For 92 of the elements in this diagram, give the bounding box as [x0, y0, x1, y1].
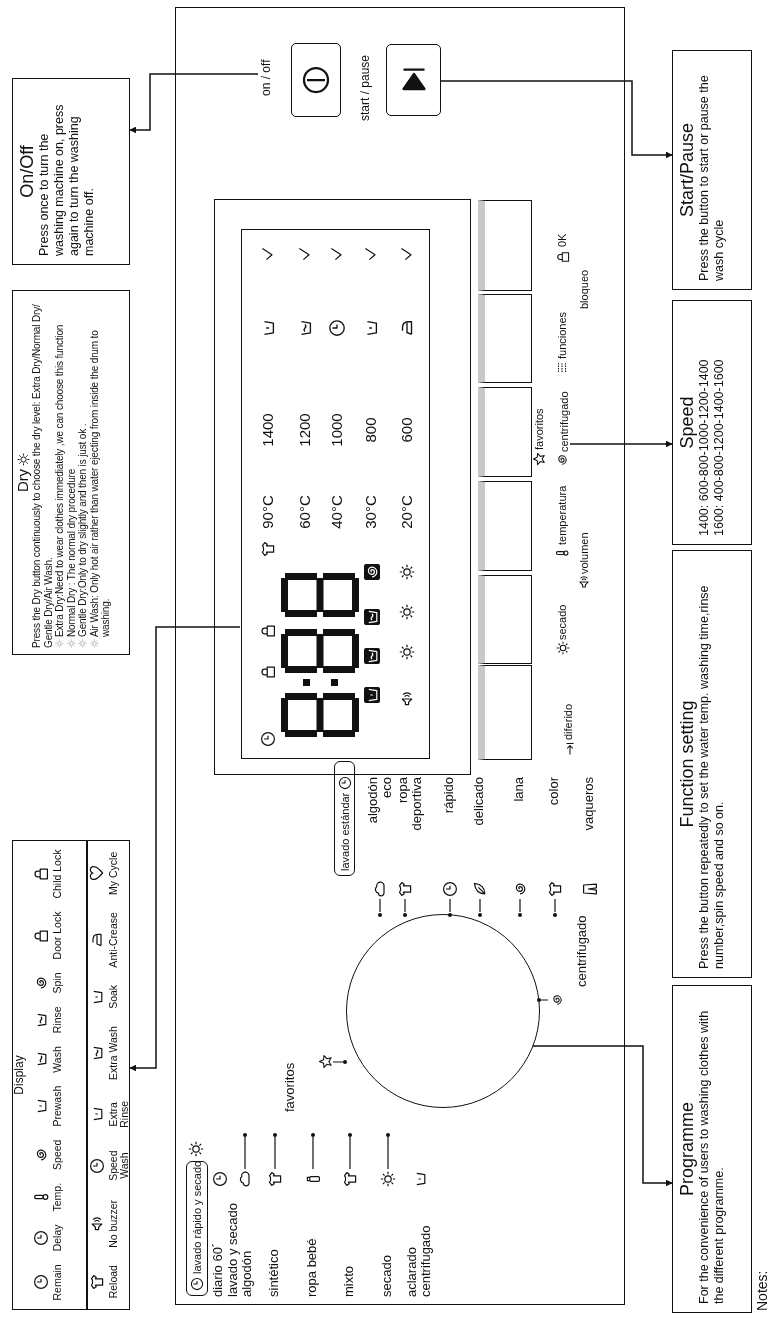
start-pause-button — [386, 44, 441, 116]
callout-heading: Start/Pause — [677, 122, 697, 218]
group-label: lavado estándar — [338, 792, 351, 871]
button-label: diferido — [562, 703, 574, 740]
callout-heading: Dry — [15, 469, 31, 492]
arrow — [532, 1045, 673, 1187]
lcd-value: 20°C — [398, 494, 415, 531]
button-label: temperatura — [556, 485, 568, 545]
legend-heading: Display — [13, 1054, 26, 1097]
callout-text: Normal Dry : The normal dry procedure — [65, 468, 77, 637]
arrow — [129, 626, 241, 1072]
button-label: start / pause — [358, 54, 372, 121]
icon-caption: Delay — [52, 1224, 63, 1252]
callout-text: For the convenience of users to washing clothes with the different programme. — [697, 1009, 727, 1304]
callout-box — [672, 550, 752, 978]
button-label: secado — [556, 604, 568, 640]
icon-caption: Extra Wash — [108, 1026, 119, 1081]
icon-caption: Speed — [52, 1139, 63, 1170]
programme-group-box — [334, 761, 355, 876]
programme-label: color — [547, 777, 561, 808]
legend-box — [12, 840, 130, 1310]
icon-caption: Reload — [108, 1265, 119, 1299]
programme-label: lana — [512, 777, 526, 804]
lcd-value: 1400 — [259, 412, 276, 449]
button-label: favoritos — [533, 408, 545, 450]
programme-label: algodón eco — [366, 777, 394, 826]
programme-label: rápido — [442, 777, 456, 816]
icon-caption: Child Lock — [52, 849, 63, 899]
icon-caption: Soak — [108, 984, 119, 1009]
button-label: funciones — [556, 311, 568, 359]
callout-text: Press the button to start or pause the wash cycle — [697, 74, 727, 281]
lcd-value: 90°C — [259, 494, 276, 531]
callout-text: 1400: 600-800-1000-1200-1400 — [697, 358, 712, 536]
callout-heading: Speed — [677, 396, 697, 449]
programme-label: delicado — [472, 777, 486, 828]
lcd-value: 800 — [362, 416, 379, 445]
callout-box — [12, 290, 130, 655]
notes-heading: Notes: — [755, 1270, 770, 1311]
callout-heading: Programme — [677, 1102, 697, 1196]
callout-text: Air Wash: Only hot air rather than water ejecting from inside the drum to washing. — [88, 329, 112, 637]
lcd-value: 60°C — [296, 494, 313, 531]
button-label: 0K — [556, 233, 568, 247]
callout-text: Press the Dry button continuously to choose the dry level: Extra Dry/Normal Dry/ Gentle Dry/Air Wash. — [31, 303, 54, 648]
callout-text: 1600: 400-800-1200-1400-1600 — [712, 358, 727, 536]
lcd-screen — [241, 229, 430, 759]
callout-text: Gentle Dry:Only to dry slightly and then is just ok . — [77, 423, 89, 637]
power-button — [291, 43, 341, 117]
button-label: volumen — [578, 532, 590, 574]
group-label: lavado rápido y secado — [191, 1160, 203, 1274]
programme-label: mixto — [342, 1265, 356, 1297]
icon-caption: Door Lock — [52, 911, 63, 960]
icon-caption: Anti-Crease — [108, 912, 119, 968]
button-label: centrifugado — [557, 386, 571, 452]
callout-text: Press the button repeatedly to set the water temp. washing time,rinse number,spin speed and so on. — [697, 584, 727, 969]
icon-caption: Speed Wash — [108, 1149, 130, 1183]
icon-caption: Temp. — [52, 1182, 63, 1212]
icon-caption: Rinse — [52, 1006, 63, 1034]
icon-caption: Extra Rinse — [108, 1099, 130, 1130]
button-label: bloqueo — [578, 269, 590, 309]
icon-caption: Wash — [52, 1046, 63, 1073]
callout-box — [12, 78, 130, 265]
programme-label: secado — [380, 1255, 394, 1297]
arrow — [569, 440, 673, 448]
lcd-value: 1200 — [296, 412, 313, 449]
icon-caption: No buzzer — [108, 1199, 119, 1248]
icon-caption: Remain — [52, 1264, 63, 1301]
programme-label: sintético — [267, 1249, 281, 1297]
programme-label: ropa bebé — [305, 1238, 319, 1297]
callout-text: Press once to turn the washing machine on, press again to turn the washing machine off. — [37, 103, 97, 256]
lcd-value: 30°C — [362, 494, 379, 531]
icon-caption: Spin — [52, 972, 63, 994]
programme-label: lavado y secado algodón — [226, 1202, 254, 1297]
button-label: on / off — [259, 44, 275, 96]
lcd-value: 40°C — [328, 494, 345, 531]
programme-label: diario 60´ — [211, 1242, 225, 1297]
programme-label: centrifugado — [575, 915, 589, 987]
arrow — [129, 73, 259, 134]
callout-box — [672, 300, 752, 545]
callout-text: Extra Dry:Need to wear clothes immediately ,we can choose this function — [54, 324, 66, 637]
programme-group-box — [186, 1161, 208, 1296]
programme-label: vaqueros — [582, 777, 596, 833]
callout-box — [672, 985, 752, 1313]
icon-caption: Prewash — [52, 1085, 63, 1127]
callout-heading: On/Off — [17, 145, 37, 198]
callout-box — [672, 50, 752, 290]
arrow — [439, 80, 673, 159]
icon-caption: My Cycle — [108, 851, 119, 895]
programme-label: aclarado centrifugado — [405, 1224, 433, 1297]
programme-label: favoritos — [283, 1062, 297, 1112]
lcd-value: 1000 — [328, 412, 345, 449]
callout-heading: Function setting — [677, 700, 697, 828]
lcd-value: 600 — [398, 416, 415, 445]
